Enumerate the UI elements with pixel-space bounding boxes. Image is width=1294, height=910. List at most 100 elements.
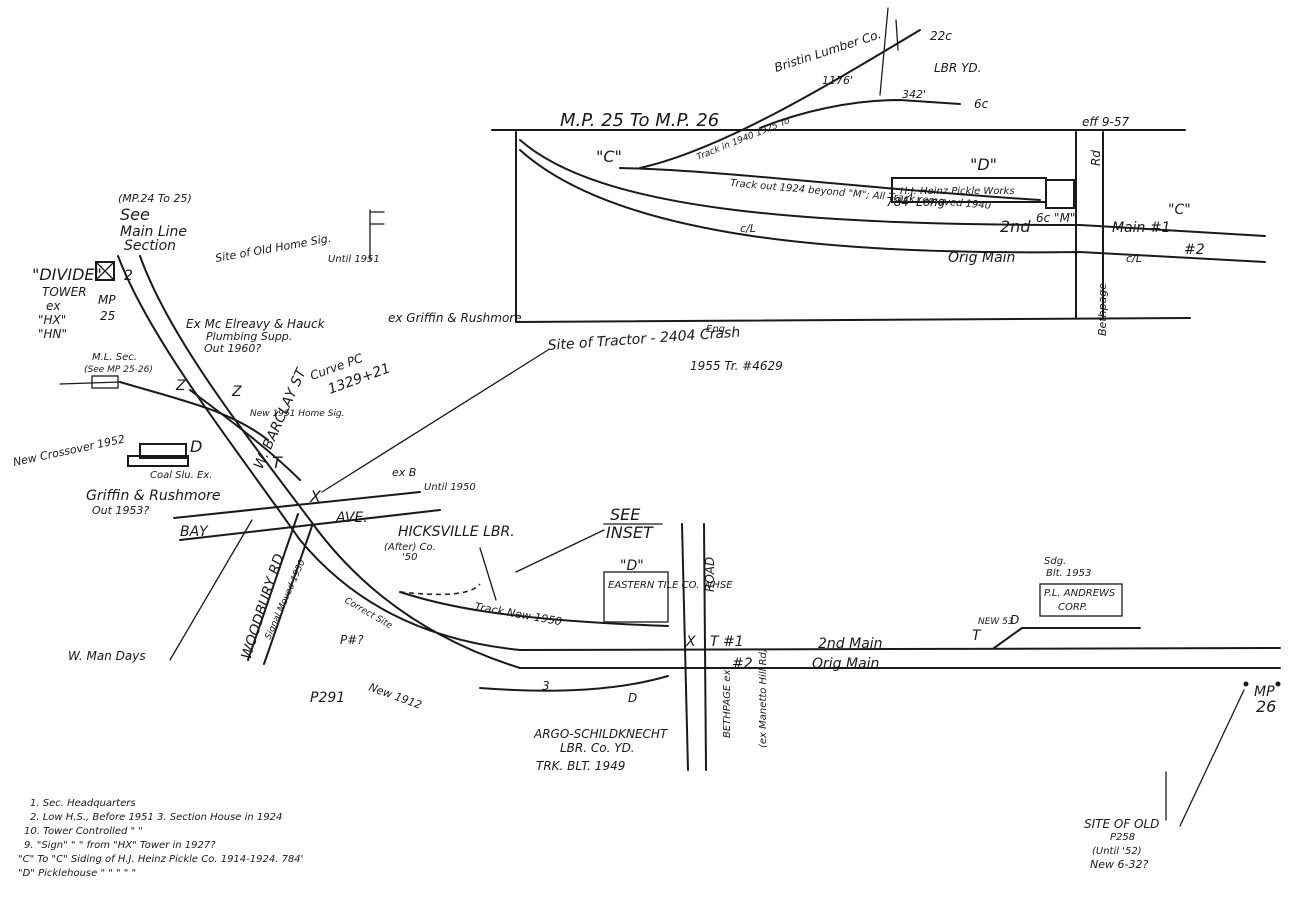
len-1176-label: 1176' — [822, 74, 853, 87]
ave-label: AVE. — [335, 510, 368, 526]
mcelreavy-label: Ex Mc Elreavy & Hauck — [186, 317, 326, 331]
center-d-label: "D" — [620, 558, 644, 574]
see-inset-see: SEE — [610, 505, 641, 524]
inset-c-label: "C" — [596, 147, 622, 166]
inset-6c-m: 6c "M" — [1036, 211, 1075, 225]
road-label: ROAD — [703, 557, 717, 592]
inset-d-label: "D" — [970, 155, 997, 174]
center-x-label: X — [685, 634, 696, 650]
inset-orig-main: Orig Main — [948, 250, 1015, 266]
bay-label: BAY — [180, 524, 209, 540]
ex-griffin-label: ex Griffin & Rushmore — [388, 311, 522, 325]
heinz-label: H.J. Heinz Pickle Works — [900, 186, 1015, 197]
until-1950-label: Until 1950 — [424, 482, 476, 493]
p291-label: P291 — [310, 690, 345, 706]
inset-bethpage: Bethpage — [1096, 283, 1109, 336]
new-1951-label: New 1951 Home Sig. — [250, 409, 344, 419]
inset-title: M.P. 25 To M.P. 26 — [560, 110, 719, 131]
until-1951-label: Until 1951 — [328, 254, 380, 265]
mp25-label: 25 — [100, 309, 115, 323]
legend-line-3: 10. Tower Controlled " " — [24, 826, 143, 837]
legend-line-6: "D" Picklehouse " " " " " — [18, 868, 136, 879]
p258-label: P258 — [1110, 832, 1135, 843]
divide-area: (MP.24 To 25) See Main Line Section Site… — [12, 192, 1281, 712]
t-mark-label: T — [272, 453, 283, 472]
track-new-label: Track New 1950 — [473, 600, 562, 628]
see-label: See — [120, 205, 150, 224]
mp24-25-label: (MP.24 To 25) — [118, 192, 192, 205]
tr-4629-label: 1955 Tr. #4629 — [690, 359, 783, 373]
site-of-old-label: SITE OF OLD — [1084, 817, 1159, 831]
griffin-label: Griffin & Rushmore — [86, 488, 221, 504]
legend-line-2: 2. Low H.S., Before 1951 3. Section Hous… — [30, 812, 282, 823]
legend-line-5: "C" To "C" Siding of H.J. Heinz Pickle C… — [18, 854, 303, 865]
section-label: Section — [124, 238, 176, 254]
inset-rd: Rd — [1089, 150, 1103, 166]
inset-c-right: "C" — [1168, 202, 1191, 218]
center-orig-main: Orig Main — [812, 656, 879, 672]
inset-eff-date: eff 9-57 — [1082, 115, 1129, 129]
inset-cl-2: c/L — [1126, 252, 1142, 265]
center-area: Site of Tractor - 2404 Crash Eng. 1955 T… — [321, 324, 883, 773]
tower-label: TOWER — [42, 285, 87, 299]
plumbing-label: Plumbing Supp. — [206, 330, 292, 343]
co-50-label: '50 — [402, 552, 417, 563]
coal-slu-label: Coal Slu. Ex. — [150, 470, 212, 481]
x-mark-label: X — [309, 487, 322, 506]
sdg-label: Sdg. — [1044, 556, 1066, 567]
track-6c-label: 6c — [974, 97, 989, 111]
out-1953-label: Out 1953? — [92, 504, 149, 517]
t1-label: T #1 — [710, 634, 744, 650]
after-co-label: (After) Co. — [384, 542, 436, 553]
len-342-label: 342' — [902, 88, 926, 101]
until-52-label: (Until '52) — [1092, 846, 1142, 857]
inset-panel: M.P. 25 To M.P. 26 eff 9-57 Bristin Lumb… — [491, 7, 1266, 336]
center-two-num: #2 — [732, 656, 753, 672]
new-crossover-label: New Crossover 1952 — [12, 433, 126, 469]
argo-lbr-label: LBR. Co. YD. — [560, 741, 635, 755]
right-mp26-label: 26 — [1256, 697, 1276, 716]
ex-b-label: ex B — [392, 466, 416, 479]
two-label: 2 — [124, 268, 133, 284]
bethpage-ex-label: BETHPAGE ex — [722, 669, 733, 738]
hn-label: "HN" — [38, 327, 67, 341]
inset-main-1: Main #1 — [1112, 220, 1171, 236]
inset-cl-1: c/L — [740, 222, 756, 235]
out-1960-label: Out 1960? — [204, 342, 261, 355]
new-53-label: NEW 53 — [978, 617, 1014, 627]
hicksville-label: HICKSVILLE LBR. — [398, 524, 515, 540]
mp-label: MP — [98, 293, 116, 307]
right-t-label: T — [972, 628, 982, 644]
z1-label: Z — [175, 378, 186, 394]
len-784-label: 784' Long — [886, 195, 946, 209]
divide-label: "DIVIDE" — [32, 265, 102, 284]
trk-blt-label: TRK. BLT. 1949 — [536, 759, 625, 773]
tower-ex-label: ex — [46, 299, 61, 313]
eng-label: Eng. — [706, 324, 728, 335]
p-num-label: P#? — [340, 633, 364, 647]
site-home-sig-label: Site of Old Home Sig. — [214, 232, 332, 265]
inset-main-2: #2 — [1184, 242, 1205, 258]
main-line-label: Main Line — [120, 224, 187, 240]
see-inset-inset: INSET — [606, 523, 654, 542]
new-1912-label: New 1912 — [367, 681, 424, 712]
right-area: Sdg. Blt. 1953 P.L. ANDREWS CORP. NEW 53… — [972, 556, 1281, 871]
new-6-32-label: New 6-32? — [1090, 858, 1148, 871]
d-small-label: D — [190, 437, 202, 456]
andrews-label: P.L. ANDREWS — [1044, 588, 1116, 599]
right-mp-label: MP — [1254, 684, 1275, 700]
legend-line-1: 1. Sec. Headquarters — [30, 798, 136, 809]
center-d-small: D — [628, 691, 637, 705]
eastern-label: EASTERN TILE CO. WHSE — [608, 580, 733, 591]
bristol-lumber-label: Bristin Lumber Co. — [773, 27, 883, 75]
center-three: 3 — [542, 679, 550, 693]
see-mp-label: (See MP 25-26) — [84, 365, 153, 375]
legend: 1. Sec. Headquarters 2. Low H.S., Before… — [18, 798, 303, 879]
corp-label: CORP. — [1058, 602, 1088, 613]
track-22c-label: 22c — [930, 29, 952, 43]
hx-label: "HX" — [38, 313, 66, 327]
right-d-label: D — [1010, 613, 1019, 627]
ml-sec-label: M.L. Sec. — [92, 352, 137, 363]
tower-icon — [95, 261, 115, 281]
